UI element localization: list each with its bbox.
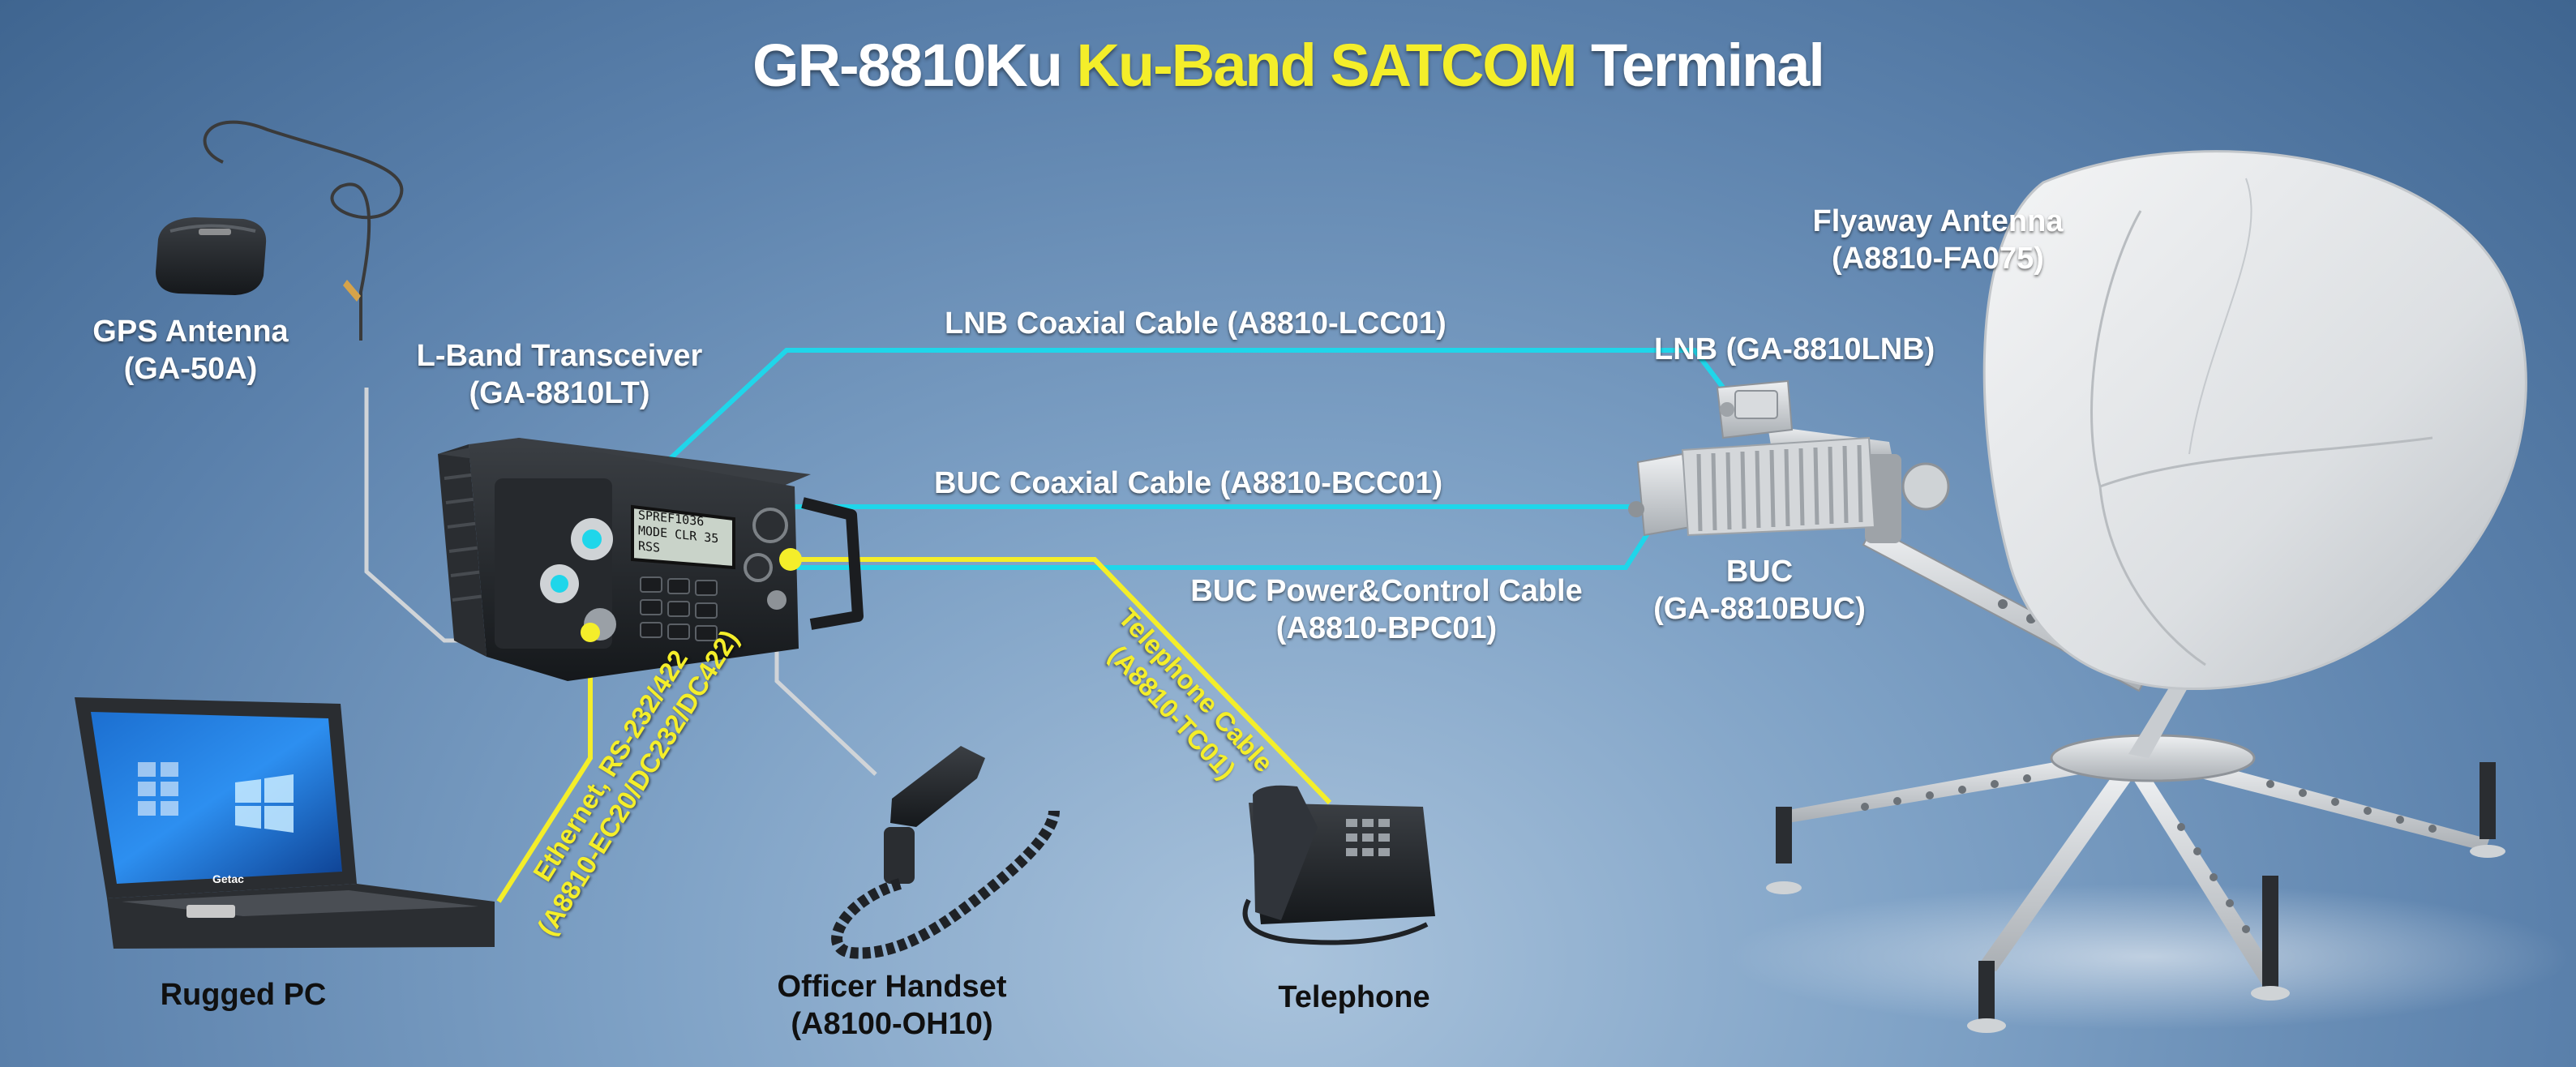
title-prefix: GR-8810Ku [752,32,1063,99]
rugged-pc [75,697,495,949]
gps-antenna-label: GPS Antenna (GA-50A) [69,313,312,388]
transceiver-screen: SPREF1036 MODE CLR 35 RSS [638,508,731,563]
ground-glow [1727,884,2570,1030]
pc-brand: Getac [212,872,244,885]
officer-handset-model: (A8100-OH10) [791,1007,993,1041]
buc-power-cable-line1: BUC Power&Control Cable [1190,574,1583,608]
telephone-label: Telephone [1216,979,1492,1016]
officer-handset [831,746,1060,959]
transceiver-model: (GA-8810LT) [469,376,650,410]
transceiver-unit [438,438,864,681]
lnb-label: LNB (GA-8810LNB) [1654,331,1995,368]
telephone-cable [791,557,1332,805]
buc-power-cable-label: BUC Power&Control Cable (A8810-BPC01) [1151,572,1622,647]
rugged-pc-label: Rugged PC [105,976,381,1013]
buc-name: BUC [1725,555,1794,589]
buc-power-cable-line2: (A8810-BPC01) [1275,611,1498,645]
telephone-device [1242,785,1435,945]
gps-antenna-model: (GA-50A) [123,352,258,386]
telephone-name: Telephone [1278,980,1430,1014]
transceiver-label: L-Band Transceiver (GA-8810LT) [389,337,730,412]
buc-model: (GA-8810BUC) [1653,592,1866,626]
buc-unit [1628,436,1876,537]
buc-cable-label: BUC Coaxial Cable (A8810-BCC01) [934,466,1443,500]
flyaway-antenna-name: Flyaway Antenna [1812,204,2064,238]
title-suffix: Terminal [1591,32,1825,99]
buc-label: BUC (GA-8810BUC) [1626,553,1893,628]
officer-handset-label: Officer Handset (A8100-OH10) [730,968,1054,1043]
lnb-coax-cable [581,348,1736,542]
page-title: GR-8810Ku Ku-Band SATCOM Terminal [0,31,2576,100]
title-highlight: Ku-Band SATCOM [1076,32,1577,99]
lnb-unit [1716,379,1794,439]
transceiver-name: L-Band Transceiver [416,339,703,373]
gps-antenna-name: GPS Antenna [92,315,289,349]
officer-handset-name: Officer Handset [777,970,1007,1004]
flyaway-antenna-label: Flyaway Antenna (A8810-FA075) [1768,203,2108,277]
lnb-name: LNB (GA-8810LNB) [1654,332,1935,366]
lnb-cable-label: LNB Coaxial Cable (A8810-LCC01) [945,306,1447,341]
gps-antenna [156,217,361,302]
rugged-pc-name: Rugged PC [160,978,327,1012]
flyaway-antenna-model: (A8810-FA075) [1832,242,2044,276]
flyaway-antenna [1766,150,2527,1033]
gps-antenna-lead [203,120,404,341]
